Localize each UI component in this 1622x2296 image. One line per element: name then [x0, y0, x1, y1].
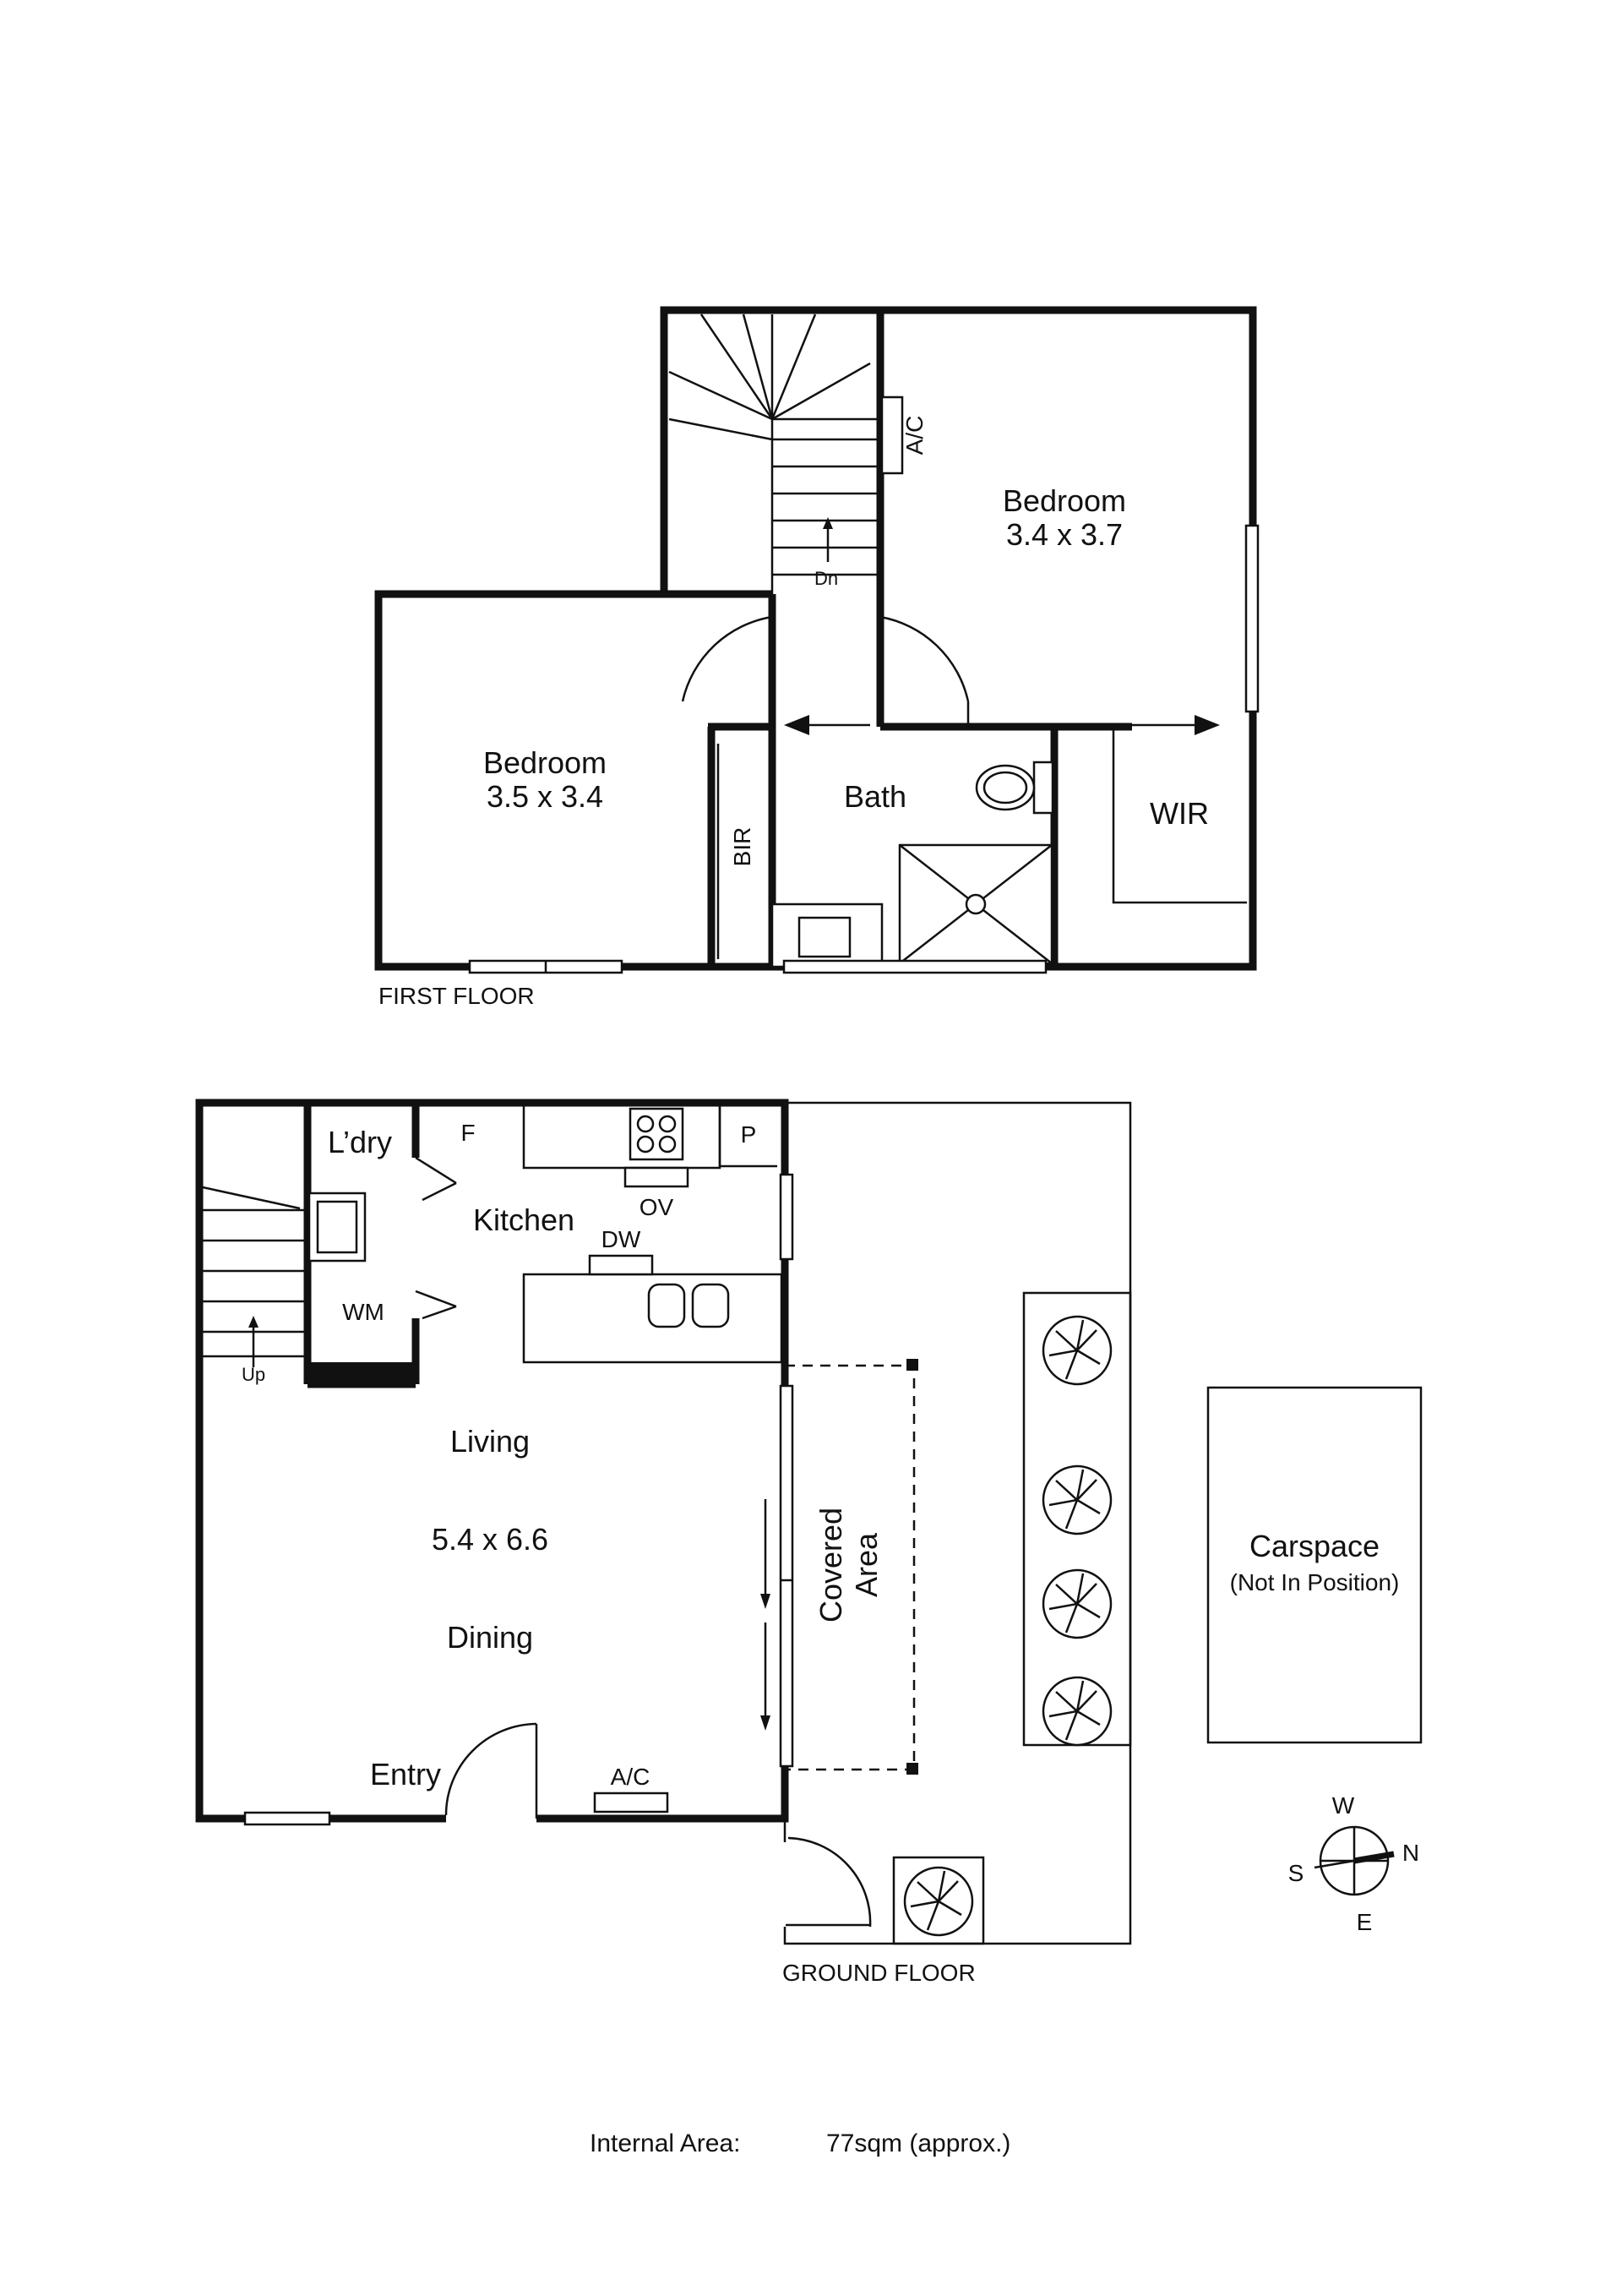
bedroom-main-size: 3.4 x 3.7: [1006, 517, 1123, 552]
oven-label: OV: [640, 1194, 674, 1220]
tree-3: [1042, 1568, 1113, 1639]
bedroom-second-name: Bedroom: [483, 745, 607, 780]
carspace-box: [1206, 1386, 1423, 1744]
living-size: 5.4 x 6.6: [432, 1522, 548, 1557]
ground-floor-outer-wall: [195, 1099, 789, 1823]
stairs-up-label: Up: [242, 1364, 265, 1385]
kitchen-label: Kitchen: [473, 1203, 574, 1237]
internal-area-label: Internal Area:: [590, 2130, 740, 2157]
living-label: Living: [450, 1424, 530, 1459]
compass-south: S: [1288, 1860, 1304, 1886]
bir-label: BIR: [729, 827, 755, 867]
first-floor-caption: FIRST FLOOR: [378, 983, 535, 1009]
carspace-label: Carspace: [1249, 1529, 1380, 1563]
ground-floor-caption: GROUND FLOOR: [782, 1960, 976, 1986]
carspace-note: (Not In Position): [1230, 1569, 1400, 1595]
compass-west: W: [1332, 1792, 1355, 1819]
first-floor-ac-label: A/C: [901, 416, 928, 455]
tree-2: [1042, 1464, 1113, 1535]
washing-machine-label: WM: [342, 1299, 384, 1325]
wir-label: WIR: [1150, 796, 1209, 831]
laundry-label: L’dry: [328, 1125, 392, 1159]
compass-icon: [1314, 1825, 1395, 1896]
ground-floor-plan: [195, 1099, 1132, 1945]
covered-area-label-2: Area: [849, 1532, 884, 1597]
covered-area-label-1: Covered: [814, 1508, 848, 1622]
bath-label: Bath: [844, 779, 906, 814]
tree-4: [1042, 1676, 1113, 1747]
pantry-label: P: [741, 1121, 757, 1148]
entry-label: Entry: [370, 1757, 441, 1792]
dishwasher-label: DW: [601, 1226, 641, 1252]
compass-north: N: [1402, 1840, 1419, 1866]
tree-1: [1042, 1315, 1113, 1386]
fridge-label: F: [460, 1120, 475, 1146]
stairs-down-label: Dn: [814, 568, 838, 589]
dining-label: Dining: [447, 1620, 533, 1655]
bedroom-second-size: 3.5 x 3.4: [487, 779, 603, 814]
tree-5: [903, 1866, 974, 1937]
ground-floor-ac-label: A/C: [611, 1764, 650, 1790]
internal-area-value: 77sqm (approx.): [826, 2130, 1010, 2157]
compass-east: E: [1357, 1909, 1373, 1935]
first-floor-plan: [374, 306, 1260, 974]
bedroom-main-name: Bedroom: [1003, 483, 1126, 518]
